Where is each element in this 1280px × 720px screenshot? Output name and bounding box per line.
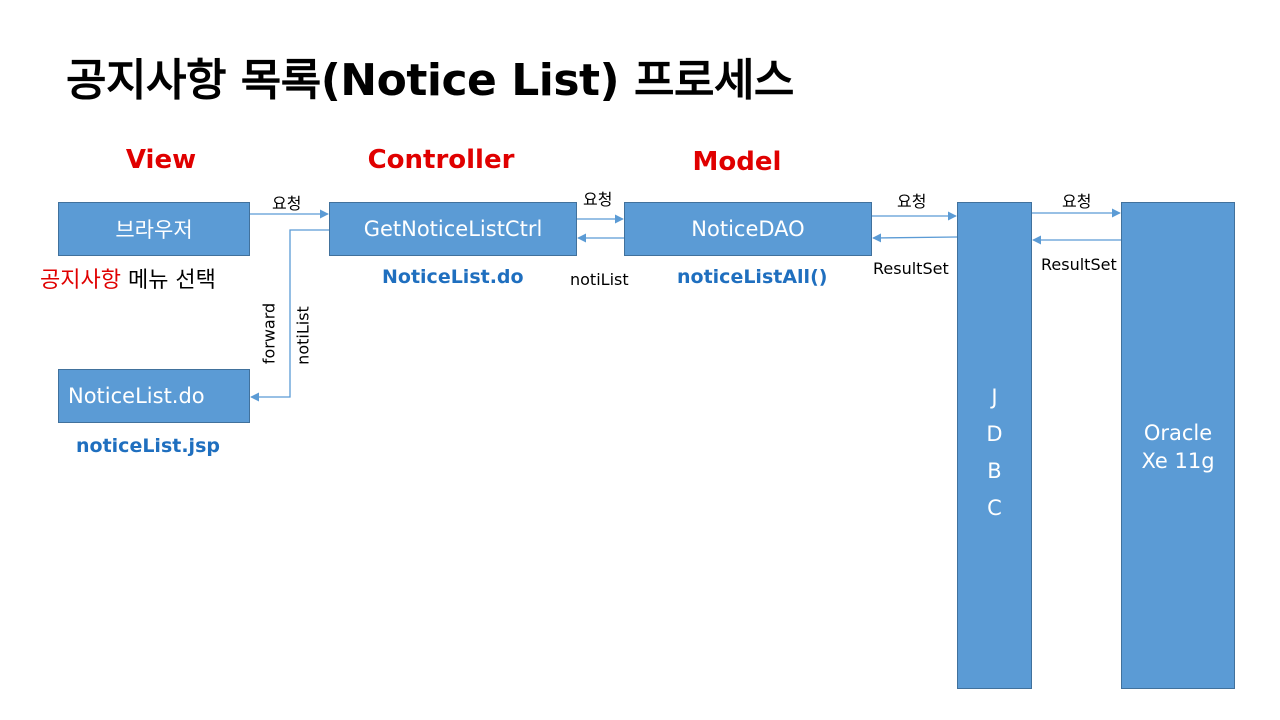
layer-label-model: Model: [692, 147, 782, 177]
layer-label-controller: Controller: [367, 145, 515, 175]
arrow-label-request-1: 요청: [272, 194, 302, 213]
browser-box: 브라우저: [58, 202, 250, 256]
oracle-box: Oracle Xe 11g: [1121, 202, 1235, 689]
oracle-line1: Oracle: [1143, 421, 1213, 445]
oracle-line2: Xe 11g: [1141, 449, 1215, 473]
page-title: 공지사항 목록(Notice List) 프로세스: [66, 55, 794, 106]
dao-method-label: noticeListAll(): [677, 266, 828, 288]
jdbc-letter: D: [986, 422, 1003, 446]
arrow-jdbc-to-dao: [872, 233, 958, 243]
arrow-label-forward: forward: [259, 302, 279, 365]
controller-url-label: NoticeList.do: [382, 266, 524, 288]
jdbc-letter: C: [987, 496, 1002, 520]
dao-box: NoticeDAO: [624, 202, 872, 256]
arrow-label-request-2: 요청: [583, 190, 613, 209]
menu-select-note: 공지사항 메뉴 선택: [40, 262, 216, 294]
jdbc-box: J D B C: [957, 202, 1032, 689]
menu-rest: 메뉴 선택: [120, 268, 216, 293]
controller-box: GetNoticeListCtrl: [329, 202, 577, 256]
menu-highlight: 공지사항: [40, 268, 121, 293]
jdbc-letters: J D B C: [986, 379, 1002, 527]
arrow-label-request-3: 요청: [897, 192, 927, 211]
layer-label-view: View: [125, 145, 197, 175]
arrow-label-resultset-1: ResultSet: [873, 259, 949, 278]
noticelist-view-box: NoticeList.do: [58, 369, 250, 423]
jdbc-letter: B: [987, 459, 1002, 483]
arrow-label-notilist: notiList: [570, 270, 629, 289]
oracle-label: Oracle Xe 11g: [1141, 419, 1214, 475]
jdbc-letter: J: [991, 385, 998, 409]
arrow-controller-forward: [250, 229, 329, 402]
arrow-label-resultset-2: ResultSet: [1041, 255, 1117, 274]
arrow-label-notilist-vertical: notiList: [293, 306, 313, 365]
view-jsp-label: noticeList.jsp: [76, 435, 220, 457]
arrow-label-request-4: 요청: [1062, 192, 1092, 211]
